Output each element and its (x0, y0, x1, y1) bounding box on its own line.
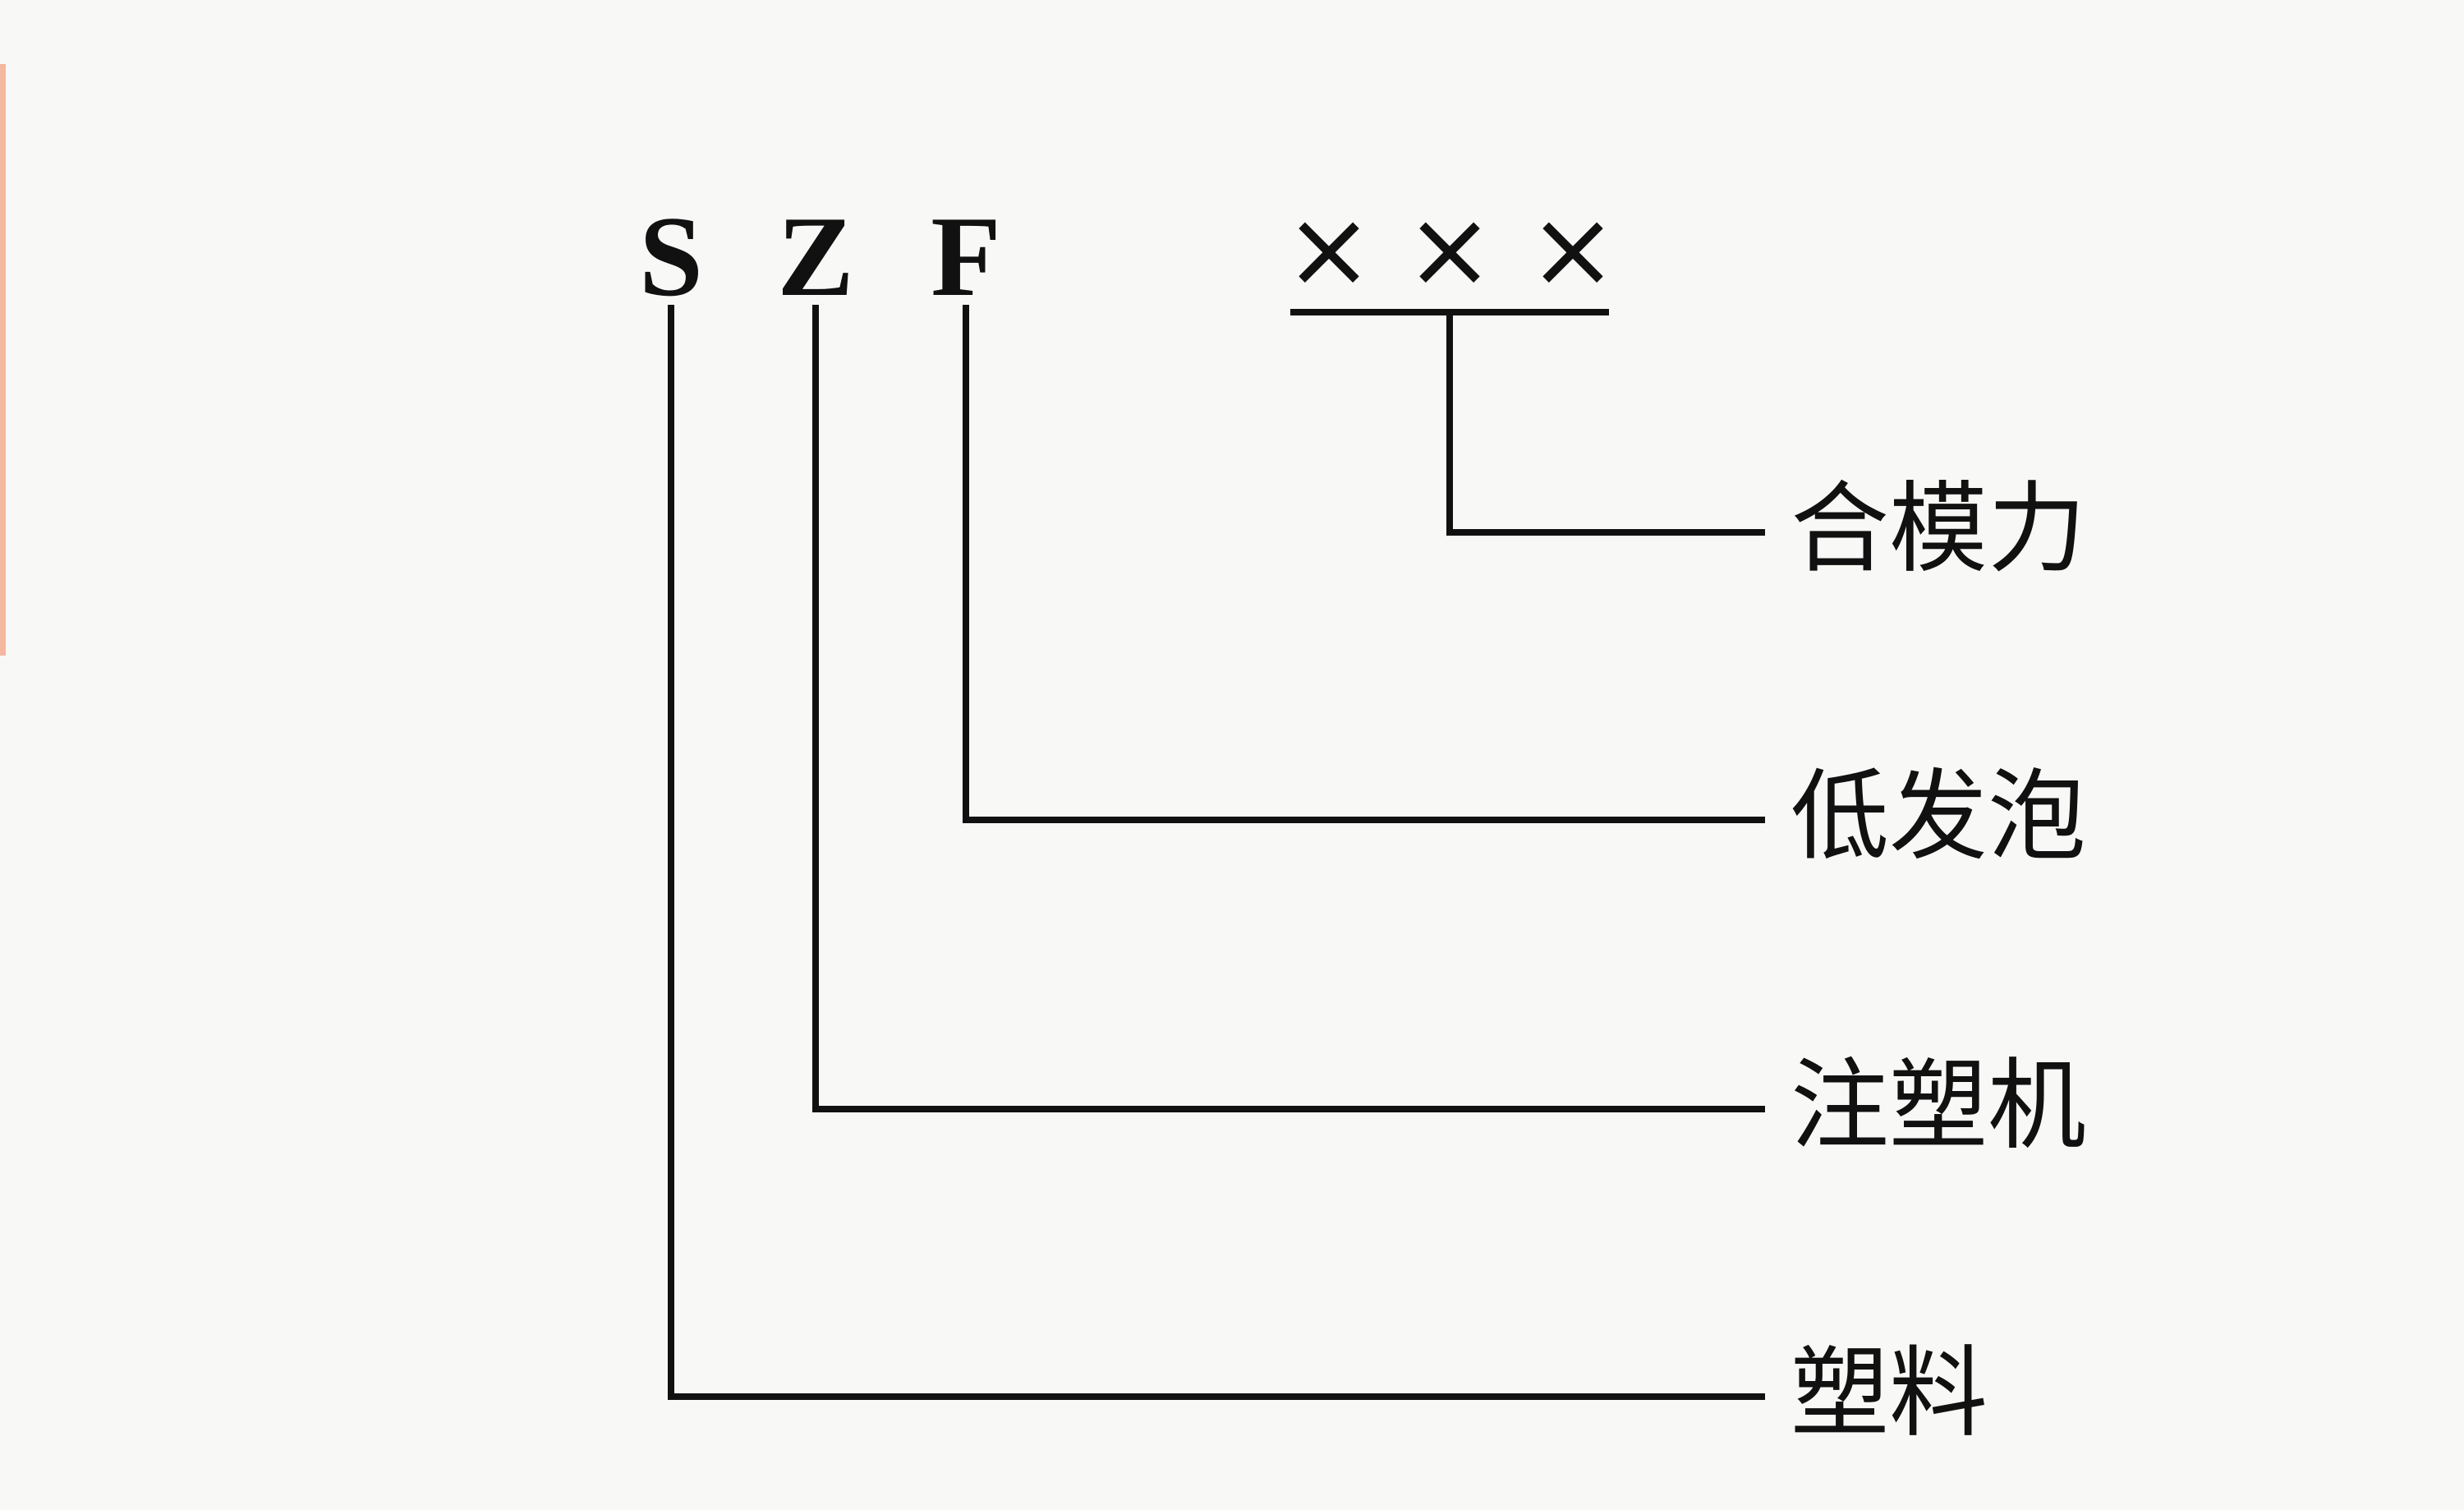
placeholder-x-3: × (1528, 186, 1618, 311)
placeholder-x-2: × (1404, 186, 1495, 311)
code-letter-s: S (639, 193, 703, 320)
label-clamping-force: 合模力 (1791, 472, 2086, 587)
code-letter-f: F (931, 193, 1001, 320)
code-letter-z: Z (777, 193, 854, 320)
label-plastic: 塑料 (1791, 1337, 1988, 1451)
page-edge-strip (0, 64, 6, 656)
label-injection-machine: 注塑机 (1791, 1049, 2086, 1163)
placeholder-x-1: × (1284, 186, 1374, 311)
label-low-foaming: 低发泡 (1791, 760, 2086, 874)
